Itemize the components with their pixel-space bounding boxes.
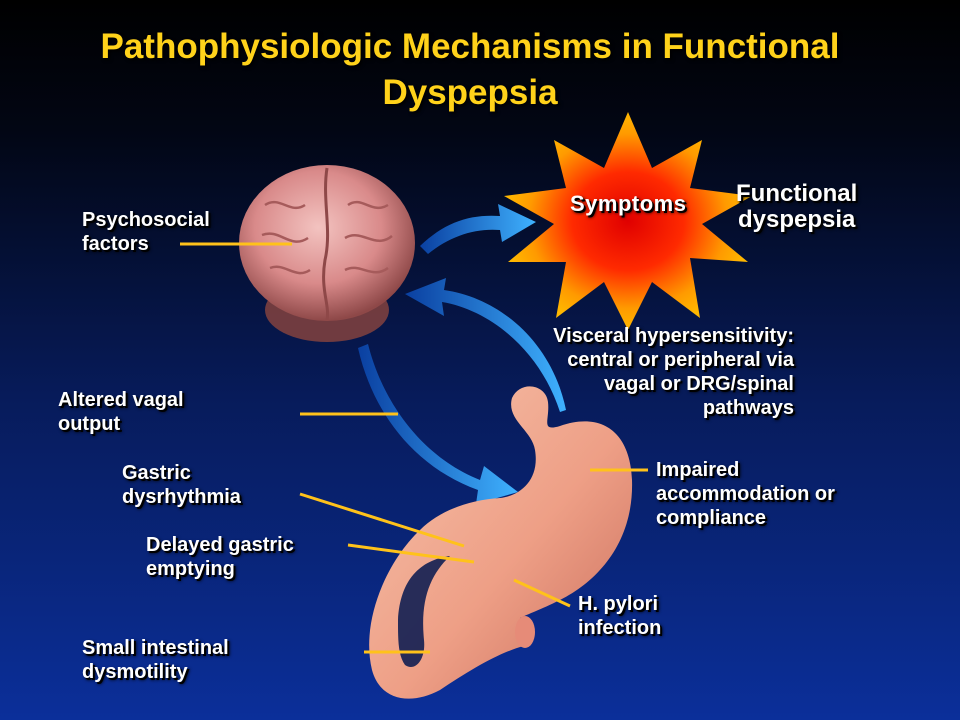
- label-line: dysmotility: [82, 661, 188, 683]
- label-impaired-accommodation: Impaired accommodation or compliance: [656, 458, 835, 530]
- label-line: Psychosocial: [82, 209, 210, 231]
- label-line: emptying: [146, 558, 235, 580]
- label-line: Impaired: [656, 459, 740, 481]
- arrow-stomach-to-brain: [405, 278, 566, 412]
- label-gastric-dysrhythmia: Gastric dysrhythmia: [122, 461, 241, 509]
- brain-icon: [239, 165, 415, 342]
- label-line: Functional: [736, 180, 858, 207]
- label-symptoms: Symptoms: [570, 191, 687, 216]
- label-line: infection: [578, 617, 662, 639]
- stomach-icon: [369, 386, 633, 699]
- label-line: dyspepsia: [737, 206, 856, 233]
- leader-line-emptying: [347, 543, 475, 564]
- label-altered-vagal-output: Altered vagal output: [58, 388, 184, 436]
- label-line: pathways: [702, 397, 794, 419]
- label-line: Visceral hypersensitivity:: [553, 325, 794, 347]
- symptom-burst-icon: [504, 112, 752, 330]
- label-line: dysrhythmia: [122, 486, 241, 508]
- label-line: factors: [82, 233, 149, 255]
- label-functional-dyspepsia: Functional dyspepsia: [736, 181, 857, 233]
- label-line: Altered vagal: [58, 389, 184, 411]
- label-line: accommodation or: [656, 483, 835, 505]
- title-line-2: Dyspepsia: [382, 73, 558, 112]
- label-line: compliance: [656, 507, 767, 529]
- arrow-brain-to-symptoms: [420, 204, 536, 254]
- label-line: H. pylori: [578, 593, 659, 615]
- label-small-intestinal-dysmotility: Small intestinal dysmotility: [82, 636, 229, 684]
- label-h-pylori-infection: H. pylori infection: [578, 592, 661, 640]
- leader-line-dysrhythmia: [299, 492, 465, 548]
- label-line: Small intestinal: [82, 637, 229, 659]
- title-line-1: Pathophysiologic Mechanisms in Functiona…: [100, 27, 840, 66]
- label-delayed-gastric-emptying: Delayed gastric emptying: [146, 533, 294, 581]
- label-line: central or peripheral via: [567, 349, 794, 371]
- label-line: Gastric: [122, 462, 191, 484]
- label-line: Delayed gastric: [146, 534, 294, 556]
- label-psychosocial-factors: Psychosocial factors: [82, 208, 210, 256]
- arrow-brain-to-stomach: [358, 344, 518, 504]
- page-title: Pathophysiologic Mechanisms in Functiona…: [40, 24, 900, 116]
- label-line: output: [58, 413, 121, 435]
- label-visceral-hypersensitivity: Visceral hypersensitivity: central or pe…: [553, 324, 794, 420]
- leader-line-pylori: [513, 578, 571, 608]
- label-line: vagal or DRG/spinal: [603, 373, 794, 395]
